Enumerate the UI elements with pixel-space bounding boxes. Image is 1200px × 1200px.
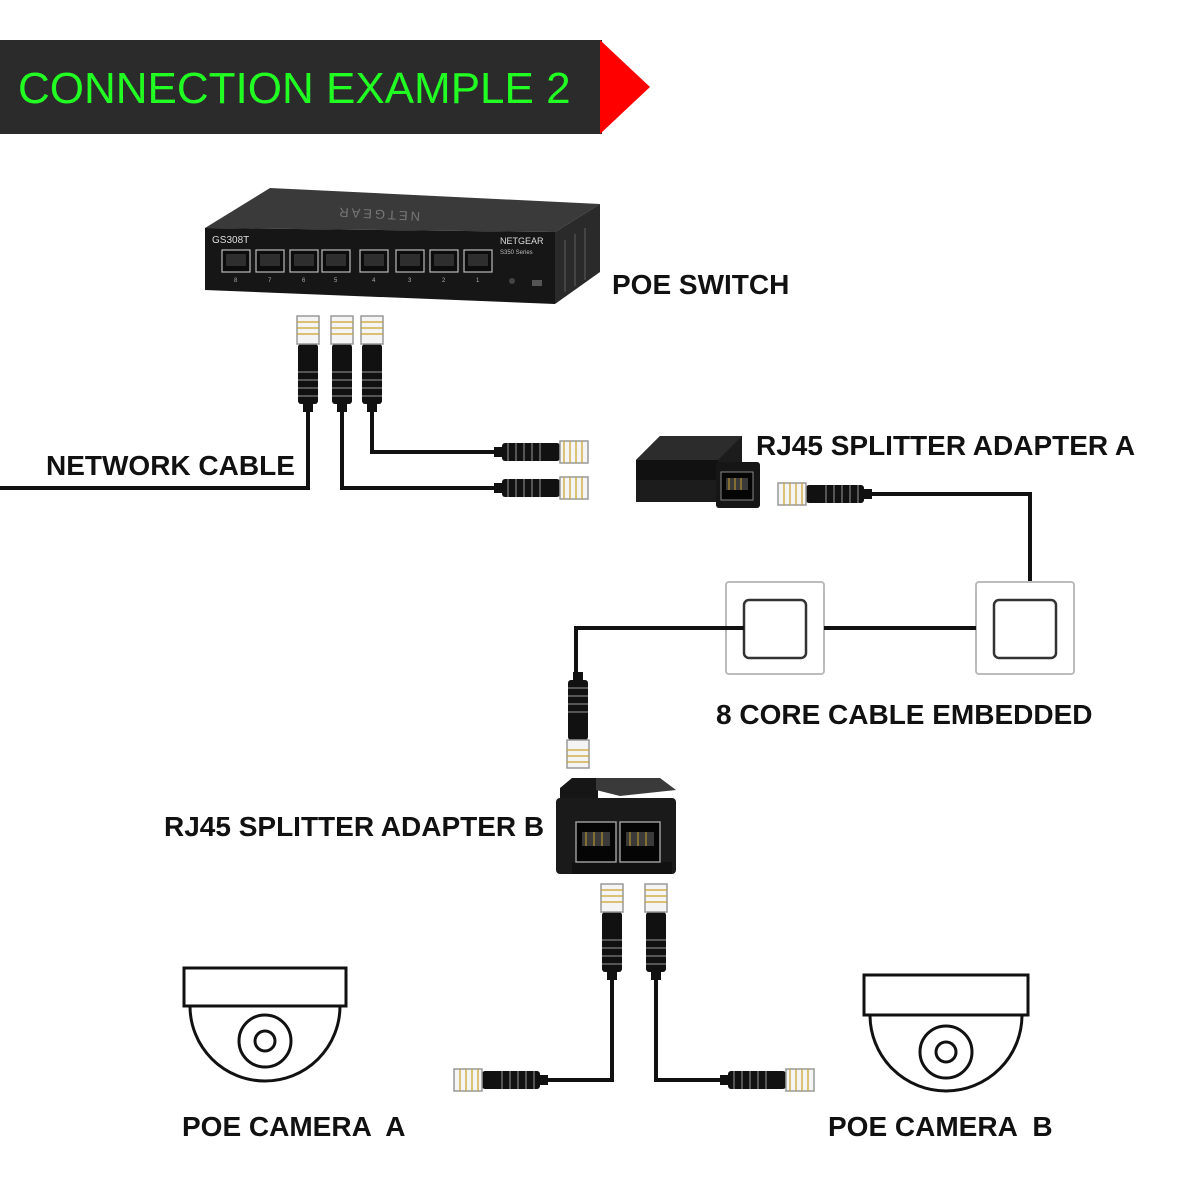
- page-title: CONNECTION EXAMPLE 2: [18, 64, 571, 113]
- port-number: 3: [408, 278, 412, 284]
- rj45-plug-icon: [360, 315, 384, 413]
- poe-camera-a-icon: [182, 966, 348, 1083]
- rj45-plug-icon: [330, 315, 354, 413]
- led-icon: [509, 278, 515, 284]
- splitter-adapter-b: [556, 778, 676, 874]
- port-number: 2: [442, 278, 446, 284]
- wall-box-left: [725, 581, 825, 675]
- poe-switch: NETGEAR GS308T NETGEAR S350 Series 8 7 6…: [205, 188, 600, 304]
- port-number: 8: [234, 278, 238, 284]
- camera-a-label: POE CAMERA A: [182, 1111, 406, 1142]
- switch-series: S350 Series: [500, 250, 533, 256]
- splitter-adapter-a: [636, 436, 760, 508]
- rj45-plug-icon: [600, 883, 624, 981]
- rj45-plug-icon: [644, 883, 668, 981]
- arrow-icon: [600, 40, 650, 134]
- port-number: 5: [334, 278, 338, 284]
- rj45-plug-icon: [719, 1068, 815, 1092]
- switch-brand-top: NETGEAR: [336, 205, 421, 224]
- camera-cables: [548, 980, 720, 1082]
- network-cable-label: NETWORK CABLE: [46, 450, 295, 481]
- rj45-plug-icon: [493, 440, 589, 464]
- splitter-b-label: RJ45 SPLITTER ADAPTER B: [164, 811, 544, 842]
- switch-brand-front: NETGEAR: [500, 236, 544, 246]
- core-cable-label: 8 CORE CABLE EMBEDDED: [716, 699, 1092, 730]
- wall-box-right: [975, 581, 1075, 675]
- poe-switch-label: POE SWITCH: [612, 269, 789, 300]
- title-banner: CONNECTION EXAMPLE 2: [0, 40, 650, 134]
- port-number: 6: [302, 278, 306, 284]
- power-led-icon: [532, 280, 542, 286]
- rj45-plug-icon: [453, 1068, 549, 1092]
- port-number: 1: [476, 278, 480, 284]
- camera-b-label: POE CAMERA B: [828, 1111, 1053, 1142]
- rj45-plug-icon: [777, 482, 873, 506]
- poe-camera-b-icon: [862, 973, 1030, 1093]
- splitter-a-label: RJ45 SPLITTER ADAPTER A: [756, 430, 1135, 461]
- port-number: 7: [268, 278, 272, 284]
- switch-model: GS308T: [212, 235, 249, 246]
- rj45-plug-icon: [566, 671, 590, 769]
- port-number: 4: [372, 278, 376, 284]
- network-cables: [0, 410, 496, 490]
- rj45-plug-icon: [296, 315, 320, 413]
- core-cable-segment: [574, 626, 744, 672]
- core-cable-segment: [872, 492, 1032, 582]
- rj45-plug-icon: [493, 476, 589, 500]
